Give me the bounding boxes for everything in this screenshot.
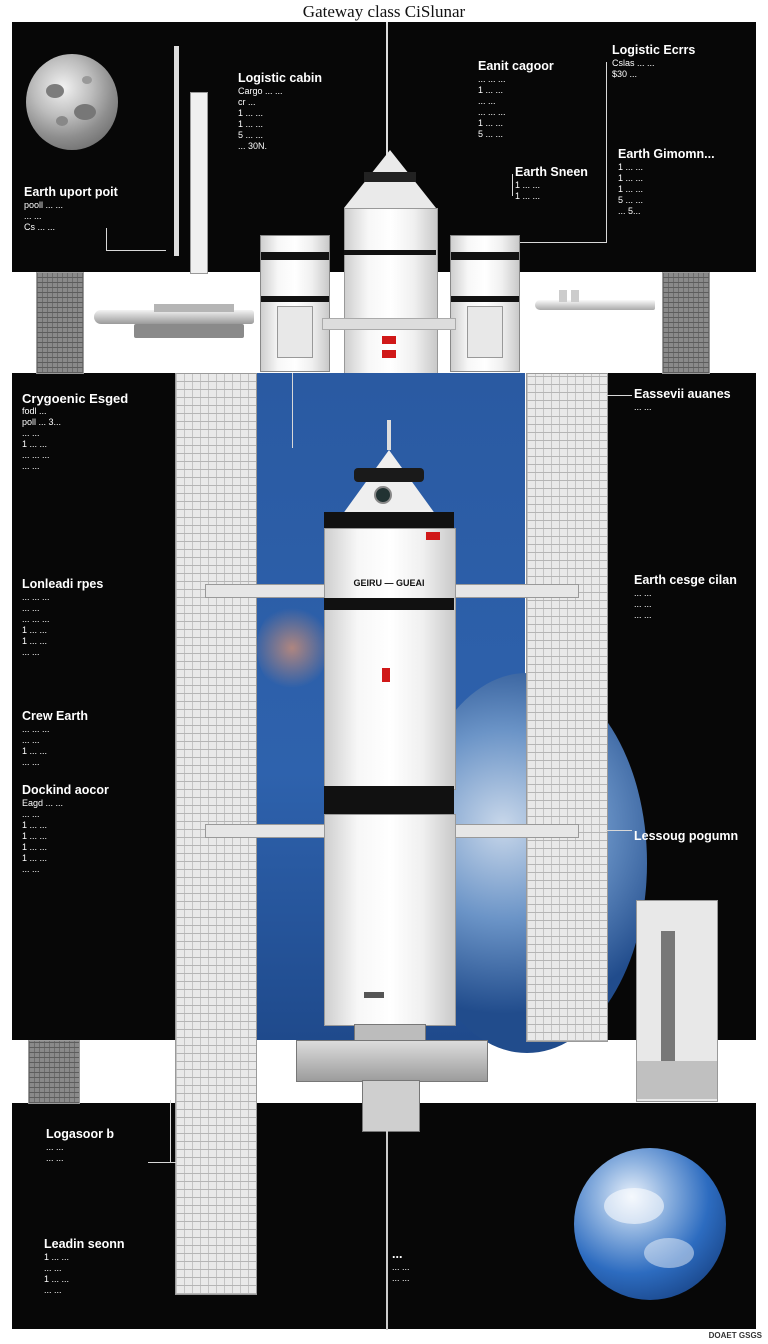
label-bottom-left-2: Leadin seonn 1 ... ... ... ... 1 ... ...… [44,1237,125,1296]
leader-line [606,62,607,242]
label-top-center: Eanit cagoor ... ... ... 1 ... ... ... .… [478,59,554,140]
label-left-mid: Lonleadi rpes ... ... ... ... ... ... ..… [22,577,104,658]
label-right-low: Lessoug pogumn [634,829,739,843]
truss-bar-top [322,318,456,330]
leader-line [512,174,513,196]
leader-line [606,830,632,831]
lower-truss [362,1080,420,1132]
footer-credit: DOAET GSGS [708,1331,762,1340]
leader-line [170,1100,171,1162]
solar-array-top-right [662,272,710,374]
leader-line [606,395,632,396]
solar-array-right [526,373,608,1042]
docking-antenna [386,22,388,162]
label-left-crew: Crew Earth ... ... ... ... ... 1 ... ...… [22,709,88,768]
label-right-mid: Earth cesge cilan ... ... ... ... ... ..… [634,573,737,621]
leader-line [148,1162,176,1163]
label-top-right: Logistic Ecrrs Cslas ... ... $30 ... [612,43,696,80]
label-earth-port: Earth uport poit pooll ... ... ... ... C… [24,185,118,233]
solar-array-top-left [36,272,84,374]
label-logistic-cabin: Logistic cabin Cargo ... ... cr ... 1 ..… [238,71,323,152]
label-left-ops: Dockind aocor Eagd ... ... ... ... 1 ...… [22,783,109,875]
habitat-module-left [260,235,330,372]
launch-vehicle: GEIRU — GUEAI [324,420,456,1060]
antenna-mast [174,46,179,256]
shuttle-left [94,300,254,340]
window-icon [374,486,392,504]
label-bottom-left: Logasoor b ... ... ... ... [46,1127,115,1164]
page-title: Gateway class CiSlunar [302,2,466,21]
label-bottom-center: ... ... ... ... ... [392,1247,410,1284]
engine-section [296,1040,488,1082]
docked-module-right [636,900,718,1102]
leader-line [292,373,293,448]
earth-icon [574,1148,726,1300]
moon-icon [26,54,118,150]
leader-line [106,250,166,251]
solar-array-bottom-left [28,1040,80,1104]
label-cryogenic: Crygoenic Esged fodl ... poll ... 3... .… [22,391,129,471]
shuttle-right [535,290,655,320]
habitat-module-right [450,235,520,372]
label-earth-sensor: Earth Sneen 1 ... ... 1 ... ... [515,165,588,202]
leader-line [106,228,107,250]
label-earth-gim: Earth Gimomn... 1 ... ... 1 ... ... 1 ..… [618,147,715,217]
tower [190,92,208,274]
leader-line [520,242,607,243]
vehicle-name-band: GEIRU — GUEAI [353,578,425,588]
left-panel [12,373,175,1040]
label-right-top: Eassevii auanes ... ... [634,387,731,413]
nose-probe [387,420,391,450]
crew-capsule-top [344,150,438,374]
lower-antenna [386,1130,388,1330]
